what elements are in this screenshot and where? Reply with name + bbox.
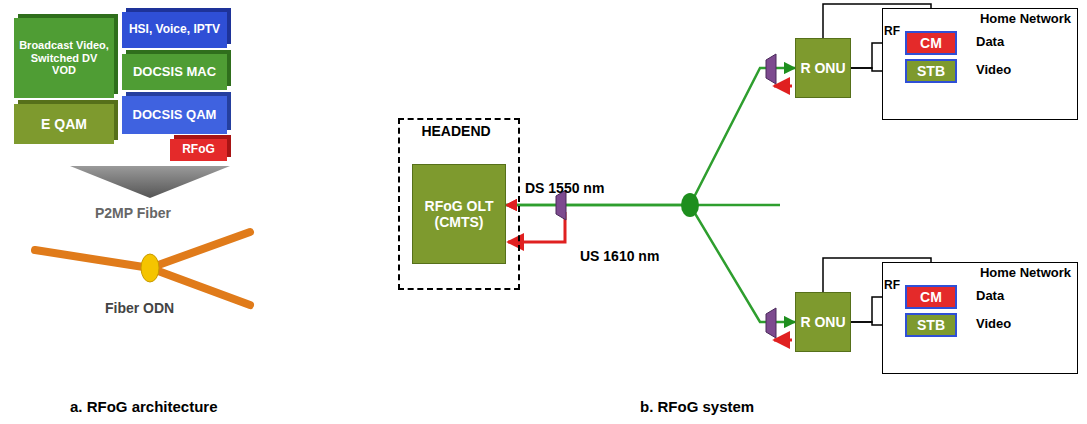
olt-box: RFoG OLT (CMTS) <box>412 164 506 264</box>
layer-block: HSI, Voice, IPTV <box>122 12 227 48</box>
fiber-link <box>506 205 795 322</box>
box-label: DOCSIS QAM <box>133 108 217 123</box>
box-label: HSI, Voice, IPTV <box>129 23 220 37</box>
upstream-arrow <box>774 85 792 88</box>
upstream-arrow <box>508 212 565 242</box>
box-label: RFoG <box>182 143 215 157</box>
fiber-label: P2MP Fiber <box>95 205 171 221</box>
box-label: E QAM <box>41 116 87 132</box>
layer-block: RFoG <box>170 139 227 161</box>
wavelength-label: DS 1550 nm <box>525 180 604 196</box>
output-label: Data <box>976 288 1004 303</box>
caption: b. RFoG system <box>640 398 754 415</box>
box-label: CM <box>920 35 942 51</box>
output-label: Data <box>976 34 1004 49</box>
box-label: STB <box>917 63 945 79</box>
fiber-link <box>506 68 795 205</box>
fiber-odn <box>35 232 250 305</box>
splitter-port <box>690 204 780 207</box>
frame-heading: Home Network <box>980 12 1071 27</box>
headend-frame: HEADEND RFoG OLT (CMTS) <box>398 118 520 290</box>
box-label: Broadcast Video, Switched DV VOD <box>18 39 110 77</box>
box-label: CM <box>920 289 942 305</box>
signal-label: RF <box>884 24 900 38</box>
onu-box: R ONU <box>795 292 851 352</box>
layer-block: Broadcast Video, Switched DV VOD <box>14 18 114 98</box>
upstream-arrow <box>774 339 792 342</box>
wdm-filters <box>556 54 776 338</box>
down-arrow <box>70 166 230 198</box>
output-label: Video <box>976 62 1011 77</box>
box-label: RFoG OLT (CMTS) <box>417 198 501 230</box>
stb-box: STB <box>905 59 957 83</box>
fiber-label: Fiber ODN <box>105 300 174 316</box>
box-label: R ONU <box>800 60 845 76</box>
onu-box: R ONU <box>795 38 851 98</box>
frame-heading: HEADEND <box>400 123 512 139</box>
box-label: R ONU <box>800 314 845 330</box>
box-label: DOCSIS MAC <box>133 65 216 80</box>
cm-box: CM <box>905 31 957 55</box>
layer-block: DOCSIS QAM <box>122 96 227 134</box>
signal-label: RF <box>884 278 900 292</box>
output-label: Video <box>976 316 1011 331</box>
box-label: STB <box>917 317 945 333</box>
caption: a. RFoG architecture <box>70 398 218 415</box>
frame-heading: Home Network <box>980 266 1071 281</box>
cm-box: CM <box>905 285 957 309</box>
layer-block: E QAM <box>14 104 114 144</box>
wavelength-label: US 1610 nm <box>580 248 659 264</box>
stb-box: STB <box>905 313 957 337</box>
layer-block: DOCSIS MAC <box>122 54 227 90</box>
